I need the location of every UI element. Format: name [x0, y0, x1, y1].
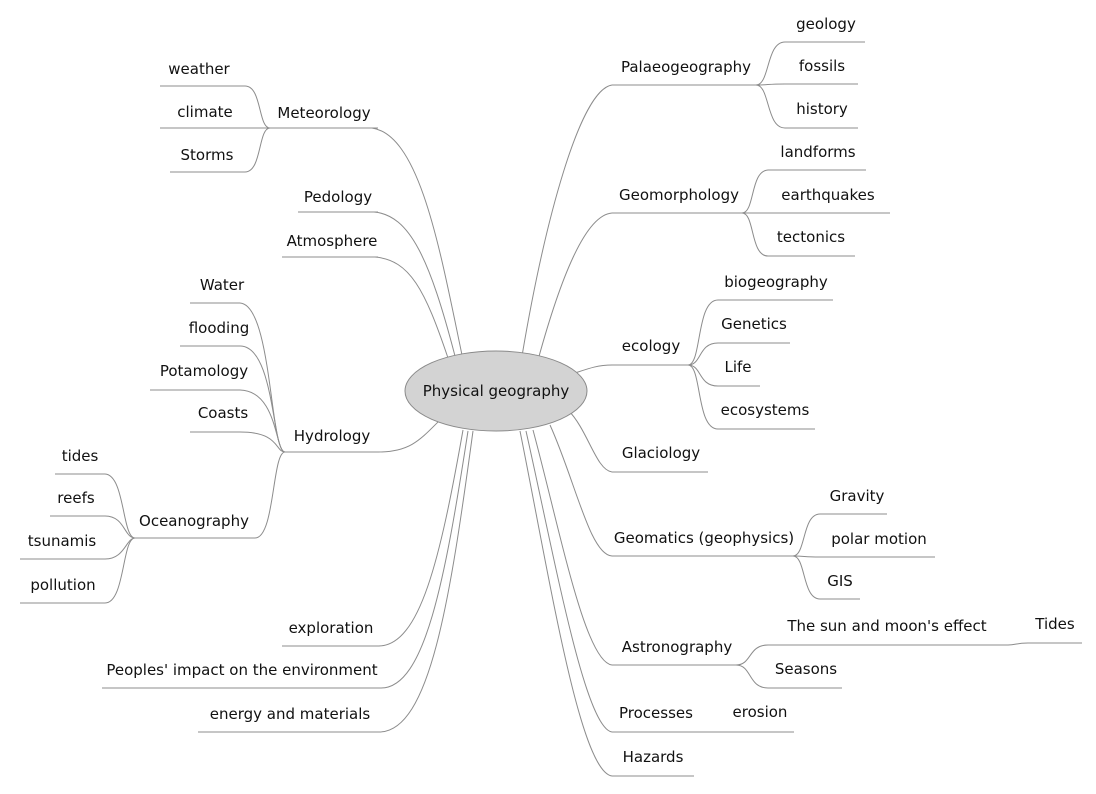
connector-gravity — [792, 513, 821, 557]
node-seasons[interactable]: Seasons — [775, 660, 837, 678]
node-gravity[interactable]: Gravity — [830, 487, 885, 505]
connector-geology — [755, 41, 786, 86]
node-biogeography[interactable]: biogeography — [724, 273, 828, 291]
node-hazards[interactable]: Hazards — [623, 748, 684, 766]
node-climate[interactable]: climate — [177, 103, 233, 121]
connector-geomorphology — [537, 212, 613, 361]
node-atmosphere[interactable]: Atmosphere — [287, 232, 378, 250]
connector-landforms — [741, 169, 769, 214]
connector-atmosphere — [374, 256, 449, 359]
connector-potamology — [239, 389, 286, 453]
sub-connectors — [104, 41, 1029, 733]
node-erosion[interactable]: erosion — [733, 703, 788, 721]
node-geomatics[interactable]: Geomatics (geophysics) — [614, 529, 794, 547]
connector-astronography — [532, 429, 613, 666]
connector-tectonics — [741, 212, 769, 257]
connector-meteorology — [371, 127, 463, 356]
node-processes[interactable]: Processes — [619, 704, 693, 722]
node-peoples-impact[interactable]: Peoples' impact on the environment — [106, 661, 377, 679]
node-pollution[interactable]: pollution — [30, 576, 95, 594]
node-geology[interactable]: geology — [796, 15, 856, 33]
node-palaeogeography[interactable]: Palaeogeography — [621, 58, 751, 76]
node-astronography[interactable]: Astronography — [622, 638, 733, 656]
node-ecology[interactable]: ecology — [622, 337, 681, 355]
right-branch-labels: Palaeogeography geology fossils history … — [614, 15, 1075, 766]
node-glaciology[interactable]: Glaciology — [622, 444, 700, 462]
node-coasts[interactable]: Coasts — [198, 404, 249, 422]
connector-gis — [792, 555, 821, 600]
connector-hydrology — [377, 419, 441, 453]
connector-polar-motion — [792, 555, 821, 558]
center-connectors — [371, 84, 613, 777]
node-reefs[interactable]: reefs — [57, 489, 95, 507]
node-tides-astro[interactable]: Tides — [1034, 615, 1075, 633]
node-hydrology[interactable]: Hydrology — [294, 427, 371, 445]
node-tsunamis[interactable]: tsunamis — [28, 532, 97, 550]
left-branch-labels: Meteorology weather climate Storms Pedol… — [28, 60, 378, 723]
node-pedology[interactable]: Pedology — [304, 188, 372, 206]
connector-pollution — [104, 537, 136, 604]
connector-history — [755, 84, 786, 129]
node-fossils[interactable]: fossils — [799, 57, 845, 75]
connector-sun-moon — [735, 644, 769, 666]
connector-weather — [244, 85, 271, 129]
center-node[interactable]: Physical geography — [404, 350, 588, 432]
connector-geomatics — [549, 424, 613, 557]
node-tides-ocean[interactable]: tides — [62, 447, 99, 465]
connector-biogeography — [687, 299, 719, 366]
node-potamology[interactable]: Potamology — [160, 362, 248, 380]
node-tectonics[interactable]: tectonics — [777, 228, 845, 246]
node-gis[interactable]: GIS — [827, 572, 853, 590]
connector-hazards — [519, 430, 613, 777]
connector-reefs — [104, 515, 136, 539]
node-life[interactable]: Life — [724, 358, 751, 376]
center-bubble — [404, 350, 588, 432]
connector-tides-astro — [1007, 642, 1029, 646]
node-storms[interactable]: Storms — [181, 146, 234, 164]
connector-seasons — [735, 664, 769, 689]
connector-processes — [525, 430, 613, 733]
node-meteorology[interactable]: Meteorology — [277, 104, 370, 122]
center-label: Physical geography — [423, 382, 570, 400]
node-sun-moon[interactable]: The sun and moon's effect — [786, 617, 986, 635]
node-flooding[interactable]: flooding — [189, 319, 250, 337]
connector-coasts — [239, 431, 286, 453]
connector-genetics — [687, 342, 719, 366]
node-water[interactable]: Water — [200, 276, 245, 294]
node-history[interactable]: history — [796, 100, 848, 118]
node-landforms[interactable]: landforms — [780, 143, 855, 161]
connector-tides-ocean — [104, 473, 136, 539]
node-geomorphology[interactable]: Geomorphology — [619, 186, 739, 204]
node-underlines — [20, 41, 1082, 777]
node-earthquakes[interactable]: earthquakes — [781, 186, 875, 204]
node-energy[interactable]: energy and materials — [210, 705, 371, 723]
connector-exploration — [378, 429, 464, 647]
node-ecosystems[interactable]: ecosystems — [721, 401, 810, 419]
node-exploration[interactable]: exploration — [289, 619, 374, 637]
connector-energy — [378, 430, 474, 733]
connector-glaciology — [567, 409, 613, 473]
node-genetics[interactable]: Genetics — [721, 315, 787, 333]
connector-ecosystems — [687, 364, 719, 430]
node-polar-motion[interactable]: polar motion — [831, 530, 927, 548]
node-oceanography[interactable]: Oceanography — [139, 512, 249, 530]
connector-oceanography — [254, 451, 286, 539]
connector-fossils — [755, 83, 786, 86]
connector-pedology — [373, 211, 456, 357]
node-weather[interactable]: weather — [168, 60, 230, 78]
connector-palaeogeography — [521, 84, 613, 357]
connector-peoples-impact — [380, 430, 469, 689]
connector-storms — [244, 127, 271, 173]
